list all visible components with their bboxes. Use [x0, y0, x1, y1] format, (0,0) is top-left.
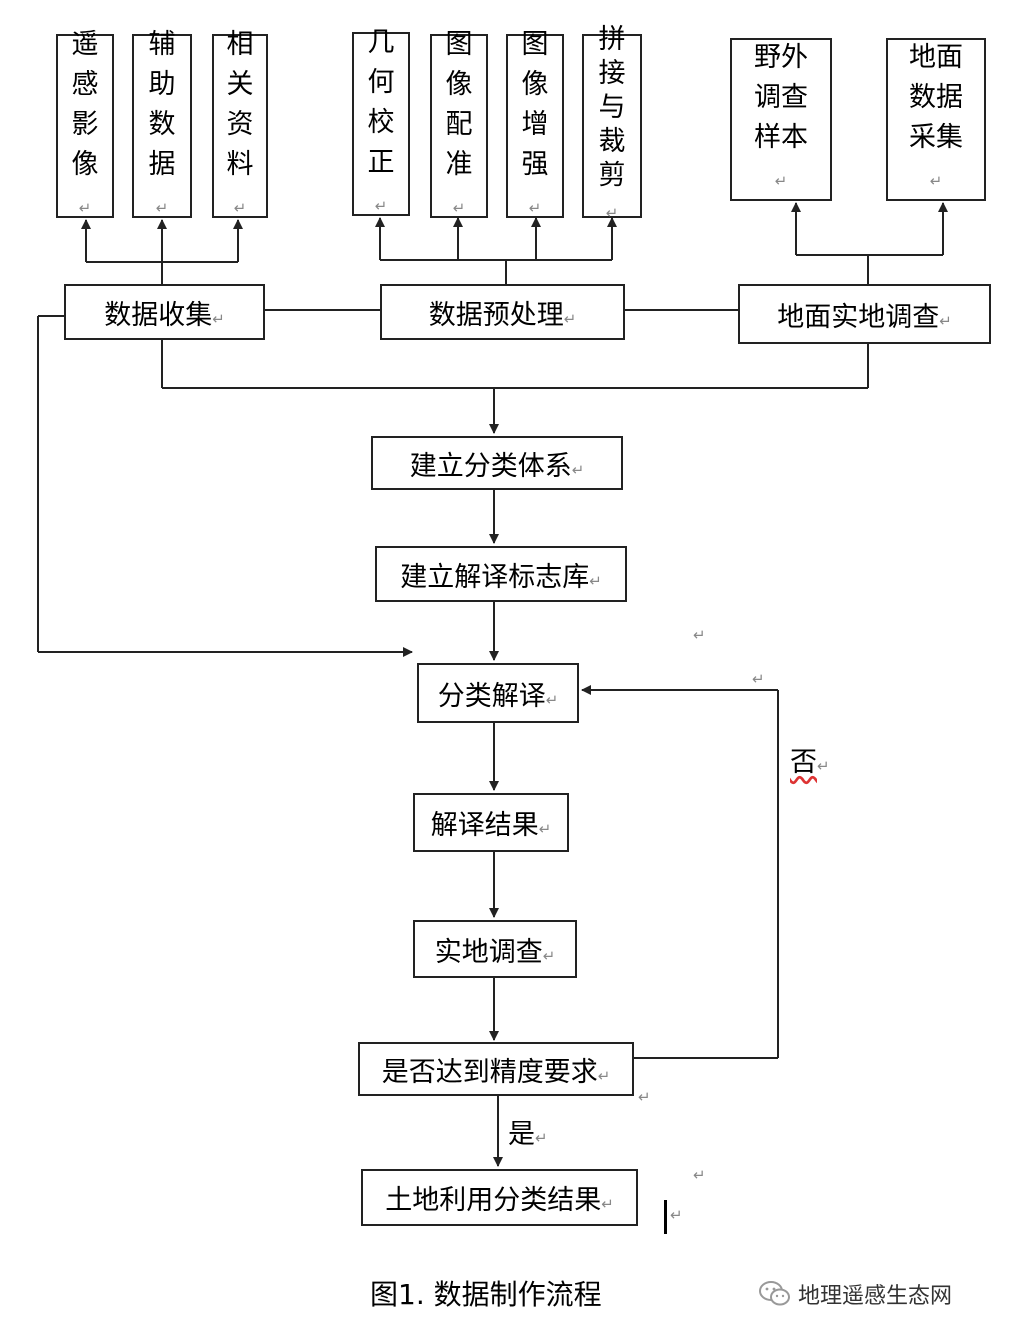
box-label: 图像增强: [521, 28, 549, 180]
text-cursor: [664, 1200, 667, 1234]
figure-caption: 图1. 数据制作流程: [370, 1278, 602, 1311]
box-label: 相关资料: [226, 28, 254, 180]
paragraph-mark: ↵: [597, 1066, 611, 1085]
paragraph-mark: ↵: [528, 198, 542, 217]
paragraph-mark: ↵: [601, 1195, 614, 1213]
box-ground-field-survey: 地面实地调查↵: [738, 284, 991, 344]
box-label: 建立分类体系: [409, 450, 572, 482]
box-label: 遥感影像: [71, 28, 99, 180]
box-label: 地面实地调查: [777, 301, 940, 333]
stray-paragraph-mark: ↵: [638, 1088, 651, 1106]
box-auxiliary-data: 辅助数据 ↵: [132, 29, 192, 218]
box-geometric-correction: 几何校正 ↵: [352, 27, 410, 216]
stray-paragraph-mark: ↵: [693, 1166, 706, 1184]
edge-label-text: 是: [508, 1119, 535, 1150]
box-image-registration: 图像配准 ↵: [430, 29, 488, 218]
paragraph-mark: ↵: [212, 309, 225, 328]
box-label: 建立解译标志库: [400, 561, 590, 593]
box-field-survey-samples: 野外调查样本 ↵: [730, 38, 832, 201]
box-accuracy-check: 是否达到精度要求↵: [358, 1042, 634, 1096]
box-interpretation-result: 解译结果↵: [413, 793, 569, 852]
paragraph-mark: ↵: [589, 571, 602, 590]
watermark: 地理遥感生态网: [758, 1278, 952, 1310]
stray-paragraph-mark: ↵: [693, 626, 706, 644]
box-label: 数据预处理: [428, 299, 564, 331]
box-label: 几何校正: [367, 26, 395, 178]
box-data-preprocessing: 数据预处理↵: [380, 284, 625, 340]
paragraph-mark: ↵: [538, 820, 552, 838]
edge-label-text: 否: [790, 747, 817, 778]
paragraph-mark: ↵: [817, 757, 830, 775]
edge-label-no: 否↵: [790, 740, 830, 779]
paragraph-mark: ↵: [233, 198, 247, 217]
edge-label-yes: 是↵: [508, 1112, 548, 1151]
box-label: 是否达到精度要求: [381, 1056, 598, 1088]
paragraph-mark: ↵: [535, 1129, 548, 1147]
paragraph-mark: ↵: [155, 198, 169, 217]
paragraph-mark: ↵: [545, 690, 559, 709]
stray-paragraph-mark: ↵: [752, 670, 765, 688]
box-label: 辅助数据: [148, 28, 176, 180]
box-label: 拼接与裁剪: [598, 23, 626, 191]
paragraph-mark: ↵: [939, 311, 952, 330]
box-label: 野外调查样本: [754, 42, 808, 153]
box-related-materials: 相关资料 ↵: [212, 29, 268, 218]
box-image-enhancement: 图像增强 ↵: [506, 29, 564, 218]
box-field-verification: 实地调查↵: [413, 920, 577, 978]
stray-paragraph-mark: ↵: [670, 1206, 683, 1224]
box-data-collection: 数据收集↵: [64, 284, 265, 340]
paragraph-mark: ↵: [605, 203, 619, 222]
box-ground-data-collection: 地面数据采集 ↵: [886, 38, 986, 201]
box-mosaic-and-clip: 拼接与裁剪 ↵: [582, 24, 642, 222]
paragraph-mark: ↵: [929, 172, 943, 190]
box-label: 实地调查: [434, 936, 543, 968]
paragraph-mark: ↵: [774, 172, 788, 190]
box-build-classification-system: 建立分类体系↵: [371, 436, 623, 490]
box-build-interpretation-key-library: 建立解译标志库↵: [375, 546, 627, 602]
box-classification-interpretation: 分类解译↵: [417, 663, 579, 723]
paragraph-mark: ↵: [571, 460, 585, 479]
box-label: 图像配准: [445, 28, 473, 180]
watermark-text: 地理遥感生态网: [798, 1284, 953, 1309]
wechat-icon: [759, 1281, 790, 1306]
paragraph-mark: ↵: [452, 198, 466, 217]
paragraph-mark: ↵: [542, 946, 556, 965]
paragraph-mark: ↵: [78, 198, 92, 217]
box-label: 数据收集: [104, 299, 213, 331]
box-land-use-classification-result: 土地利用分类结果↵: [361, 1169, 638, 1226]
paragraph-mark: ↵: [563, 309, 577, 328]
box-remote-sensing-imagery: 遥感影像 ↵: [56, 29, 114, 218]
box-label: 解译结果: [430, 810, 539, 841]
box-label: 分类解译: [437, 680, 546, 712]
box-label: 土地利用分类结果: [385, 1185, 602, 1216]
paragraph-mark: ↵: [374, 196, 388, 215]
box-label: 地面数据采集: [909, 42, 963, 153]
